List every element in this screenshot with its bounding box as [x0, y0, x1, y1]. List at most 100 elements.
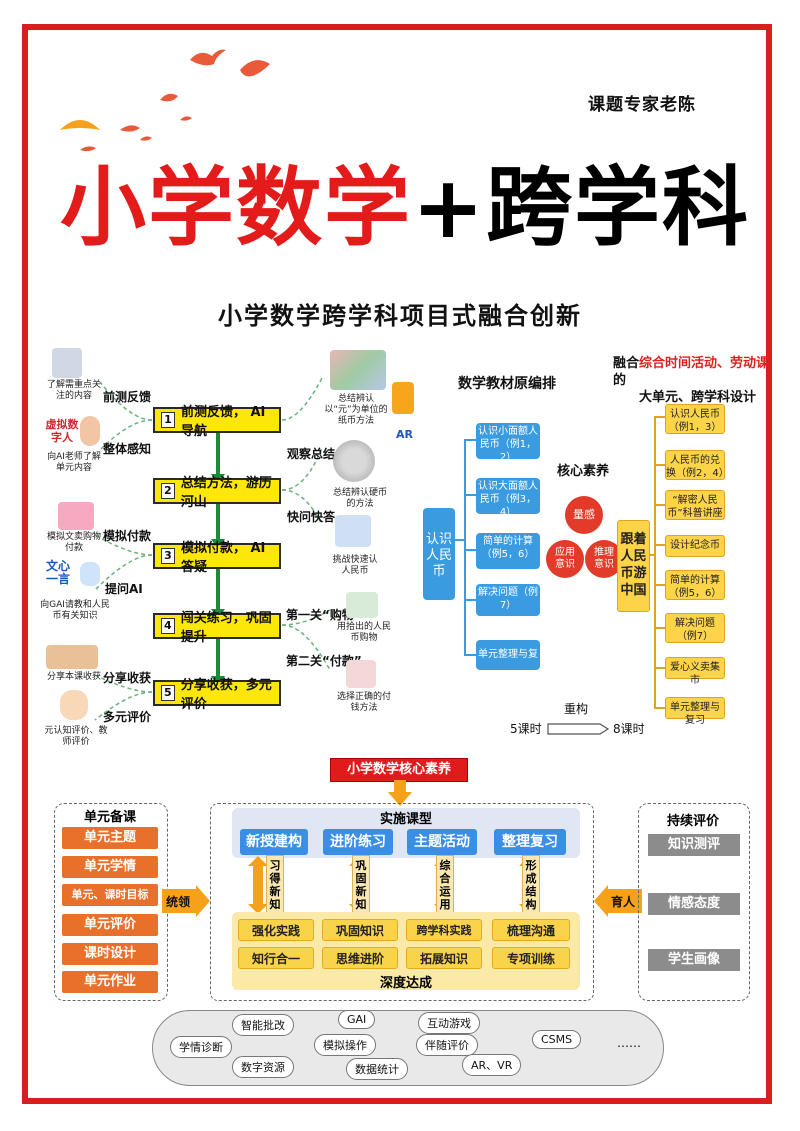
tool-more: …… [617, 1036, 641, 1050]
note-buy: 用拾出的人民币购物 [336, 622, 391, 643]
unit-prep-item-1: 单元主题 [62, 827, 158, 849]
unit-prep-title: 单元备课 [83, 810, 136, 825]
label-level-1: 第一关“购物” [286, 608, 362, 622]
evaluation-item-attitude: 情感态度 [648, 893, 740, 915]
label-observe: 观察总结 [287, 447, 336, 461]
depth-item-8: 专项训练 [492, 947, 570, 969]
core-literacy-title: 核心素养 [557, 464, 610, 479]
textbook-item-2: 认识大面额人民币（例3，4） [476, 478, 540, 518]
label-quick-qa: 快问快答 [287, 510, 336, 524]
core-circle-quantity-sense: 量感 [565, 496, 603, 534]
depth-item-7: 拓展知识 [406, 947, 482, 969]
step-number: 5 [161, 685, 175, 701]
redesign-item-6: 解决问题（例7） [665, 613, 725, 643]
page-subtitle: 小学数学跨学科项目式融合创新 [218, 302, 582, 330]
yuren-arrow [594, 885, 642, 917]
tool-csms: CSMS [532, 1030, 582, 1049]
flow-step-1: 1 前测反馈， AI 导航 [153, 405, 281, 439]
hours-after: 8课时 [613, 722, 645, 736]
course-type-review: 整理复习 [494, 829, 566, 855]
tool-companion-eval: 伴随评价 [416, 1034, 478, 1056]
evaluation-title: 持续评价 [666, 814, 719, 829]
textbook-item-5: 单元整理与复习 [476, 640, 540, 686]
flow-step-2: 2 总结方法，游历河山 [153, 476, 281, 510]
redesign-heading-pre: 融合 [613, 356, 640, 371]
flying-birds-decoration [60, 49, 270, 152]
tool-data-statistics: 数据统计 [346, 1058, 408, 1080]
label-multi-eval: 多元评价 [103, 710, 152, 724]
depth-item-2: 巩固知识 [322, 919, 398, 941]
depth-item-4: 梳理沟通 [492, 919, 570, 941]
textbook-item-1: 认识小面额人民币（例1，2） [476, 423, 540, 463]
course-type-advanced: 进阶练习 [323, 829, 393, 855]
classroom-illustration [46, 645, 98, 669]
label-level-2: 第二关“付款” [286, 654, 362, 668]
restructure-label: 重构 [564, 702, 589, 716]
label-share: 分享收获 [103, 671, 152, 685]
ar-phone-illustration [392, 382, 414, 414]
textbook-item-4: 解决问题（例7） [476, 584, 540, 616]
note-evaluation: 元认知评价、教师评价 [44, 726, 108, 747]
students-illustration [335, 515, 371, 547]
note-share: 分享本课收获 [46, 672, 101, 682]
evaluation-item-portrait: 学生画像 [648, 949, 740, 971]
redesign-heading-post: 的 [613, 373, 627, 388]
unit-prep-item-3: 单元、课时目标 [62, 884, 158, 906]
unit-prep-item-4: 单元评价 [62, 914, 158, 936]
redesign-heading-line2: 大单元、跨学科设计 [639, 390, 757, 405]
step-number: 3 [161, 548, 175, 564]
tool-interactive-game: 互动游戏 [418, 1012, 480, 1034]
vlabel-acquire: 习得新知 [266, 855, 284, 915]
step-number: 1 [161, 412, 175, 428]
depth-item-1: 强化实践 [238, 919, 314, 941]
page-border [22, 24, 772, 1104]
tool-ar-vr: AR、VR [462, 1054, 522, 1076]
redesign-item-2: 人民币的兑换（例2，4） [665, 450, 729, 480]
step-label: 总结方法，游历河山 [180, 476, 272, 510]
course-type-new: 新授建构 [240, 829, 308, 855]
evaluation-panel [638, 803, 750, 1001]
tool-simulation: 模拟操作 [314, 1034, 376, 1056]
depth-item-5: 知行合一 [238, 947, 314, 969]
yuren-label: 育人 [611, 895, 636, 909]
redesign-item-8: 单元整理与复习 [665, 697, 725, 726]
down-arrow-icon [388, 780, 412, 806]
shopping-list-illustration [346, 592, 378, 618]
label-overall: 整体感知 [103, 442, 152, 456]
vlabel-apply: 综合运用 [436, 855, 454, 915]
unit-prep-item-2: 单元学情 [62, 856, 158, 878]
label-ask-ai: 提问AI [105, 582, 143, 596]
virtual-teacher-illustration [80, 416, 100, 446]
unit-prep-item-5: 课时设计 [62, 943, 158, 965]
note-ai-teacher: 向AI老师了解单元内容 [47, 452, 101, 473]
coins-illustration [333, 440, 375, 482]
vlabel-consolidate: 巩固新知 [352, 855, 370, 915]
textbook-heading: 数学教材原编排 [458, 376, 556, 392]
tongling-label: 统领 [166, 895, 191, 909]
note-paper-money: 总结辨认以“元”为单位的纸币方法 [324, 394, 388, 426]
note-simulate-shop: 模拟文卖购物付款 [46, 532, 101, 553]
step-number: 2 [161, 483, 175, 499]
textbook-root: 认识人民币 [423, 508, 455, 600]
redesign-item-7: 爱心义卖集市 [665, 657, 725, 686]
redesign-heading: 融合综合时间活动、劳动课的 大单元、跨学科设计 [613, 355, 773, 406]
note-ask-gai: 向GAI请教和人民币有关知识 [40, 600, 110, 621]
depth-item-6: 思维进阶 [322, 947, 398, 969]
step-label: 前测反馈， AI 导航 [180, 405, 266, 439]
tongling-arrow [162, 885, 210, 917]
shopping-illustration [58, 502, 94, 530]
tool-smart-grading: 智能批改 [232, 1014, 294, 1036]
title-part-cross: +跨学科 [411, 158, 751, 258]
pay-illustration [346, 660, 376, 688]
step-label: 闯关练习，巩固提升 [180, 611, 272, 645]
tool-gai: GAI [338, 1010, 376, 1029]
note-pretest: 了解需重点关注的内容 [46, 380, 101, 401]
author-name: 课题专家老陈 [588, 95, 696, 115]
unit-prep-item-6: 单元作业 [62, 971, 158, 993]
depth-title: 深度达成 [379, 976, 432, 991]
note-quick-identify: 挑战快速认人民币 [332, 555, 378, 576]
hours-before: 5课时 [510, 722, 542, 736]
redesign-item-4: 设计纪念币 [665, 535, 725, 557]
ar-label: AR [396, 428, 413, 441]
